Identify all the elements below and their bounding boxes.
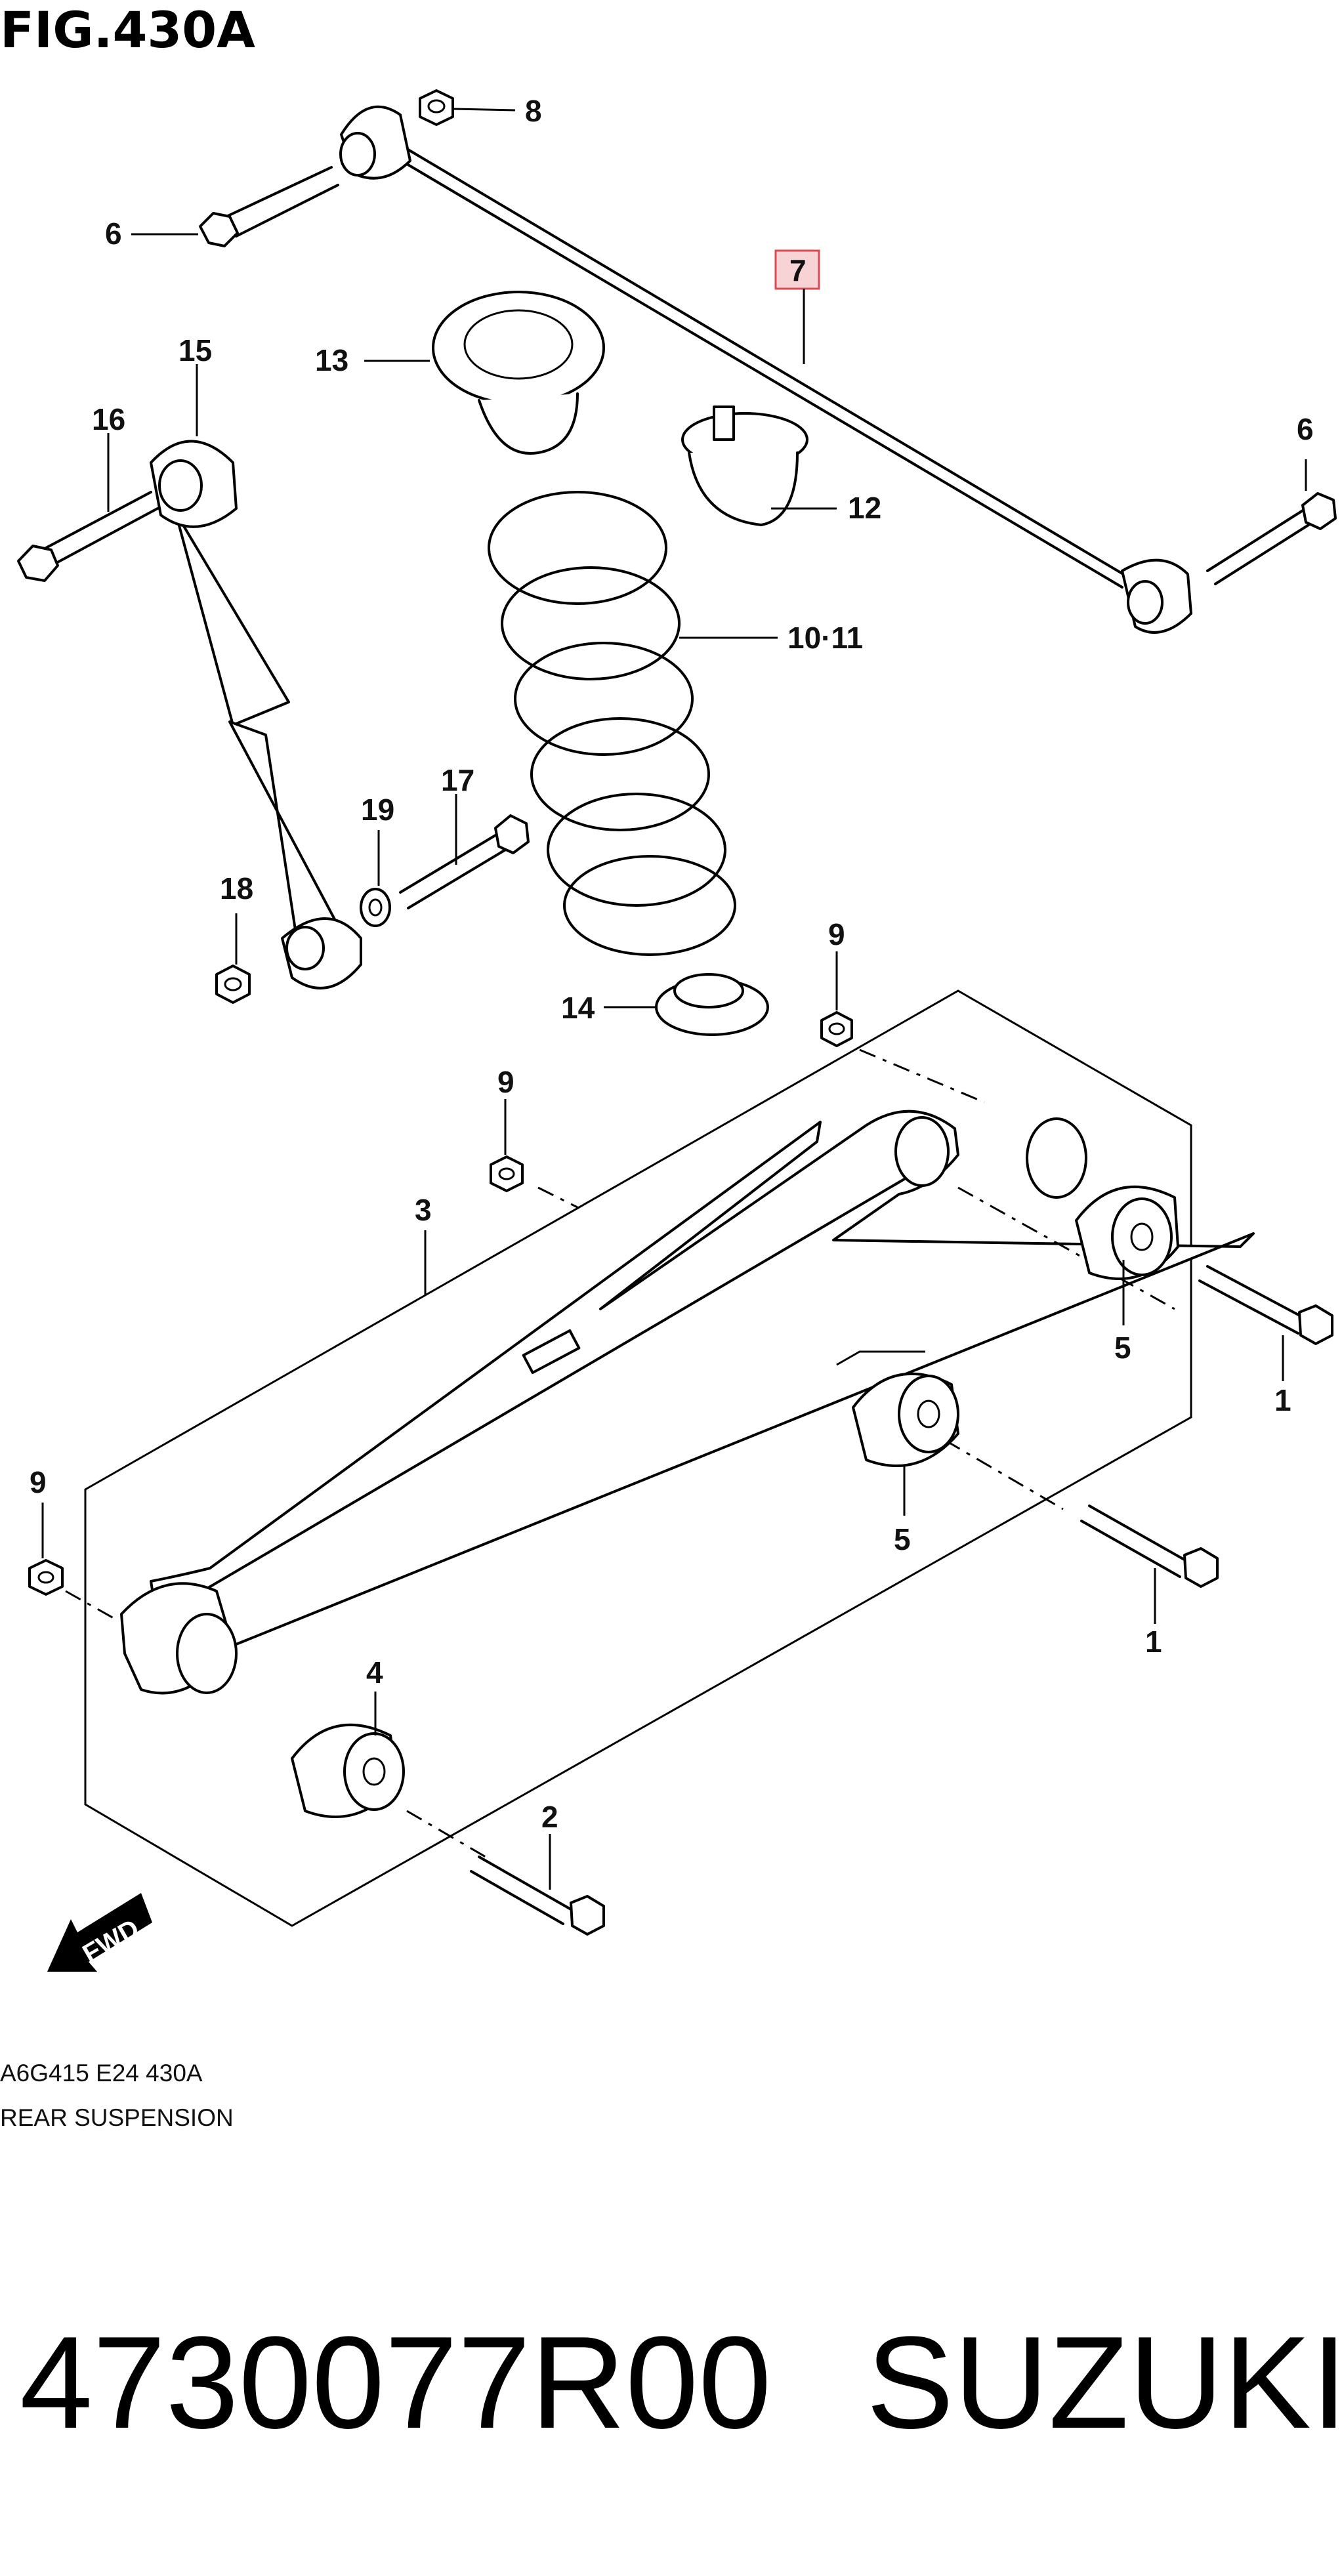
callout-10-11[interactable]: 10·11 [787,621,863,655]
spring-seat-14[interactable] [604,973,769,1036]
bolt-2[interactable] [470,1834,605,1936]
centerline-front-bushing [406,1810,486,1858]
callout-18[interactable]: 18 [220,871,253,905]
callout-12[interactable]: 12 [848,491,881,525]
callout-14[interactable]: 14 [561,991,595,1025]
lateral-rod[interactable] [339,105,1192,634]
bolt-6-left[interactable] [131,166,339,247]
arm-box-outline [84,989,1192,1927]
bushing-5-lower[interactable] [852,1372,959,1516]
callout-9-middle[interactable]: 9 [497,1065,514,1099]
part-number: 4730077R00 [20,2310,772,2456]
nut-9-top[interactable] [820,951,853,1047]
callout-8[interactable]: 8 [525,94,542,128]
callout-9-top[interactable]: 9 [828,917,845,951]
bushing-5-upper[interactable] [1075,1185,1179,1325]
nut-9-left[interactable] [28,1503,64,1596]
centerline-lower-bushing [944,1439,1064,1510]
callout-7-highlight[interactable]: 7 [774,249,820,364]
centerline-nut [537,1186,578,1209]
bolt-1-upper[interactable] [1198,1265,1333,1381]
bolt-17[interactable] [399,794,530,909]
callout-4[interactable]: 4 [366,1655,383,1690]
figure-code: A6G415 E24 430A [0,2060,203,2087]
nut-9-middle[interactable] [490,1099,524,1192]
arm-bracket-line [836,1350,925,1366]
bump-stopper-12[interactable] [681,405,837,526]
bolt-16[interactable] [17,433,159,582]
callout-13[interactable]: 13 [315,343,348,377]
bolt-6-right[interactable] [1206,459,1337,585]
nut-8[interactable] [419,89,516,126]
callout-16[interactable]: 16 [92,402,125,436]
centerline-upper [859,1049,985,1104]
coil-spring[interactable] [488,491,778,956]
callout-1-upper[interactable]: 1 [1274,1383,1291,1417]
bolt-1-lower[interactable] [1080,1505,1219,1624]
figure-title: FIG.430A [0,1,255,59]
nut-18[interactable] [215,913,251,1004]
figure-caption: REAR SUSPENSION [0,2104,234,2131]
callout-17[interactable]: 17 [441,763,474,797]
bushing-4[interactable] [291,1692,405,1818]
callout-7[interactable]: 7 [789,253,807,287]
washer-19[interactable] [360,830,391,927]
centerline-upper-bushing [957,1186,1175,1310]
callout-5-upper[interactable]: 5 [1114,1331,1131,1365]
fwd-arrow-icon: FWD [47,1893,152,1972]
centerline-left [65,1590,119,1622]
callout-9-left[interactable]: 9 [30,1465,47,1499]
callout-6-right[interactable]: 6 [1297,412,1314,446]
bump-stopper-13[interactable] [364,291,605,455]
callout-6-left[interactable]: 6 [105,217,122,251]
callout-19[interactable]: 19 [361,793,394,827]
callout-3[interactable]: 3 [415,1193,432,1227]
callout-2[interactable]: 2 [541,1800,558,1834]
callout-5-lower[interactable]: 5 [894,1522,911,1556]
callout-1-lower[interactable]: 1 [1145,1625,1162,1659]
brand-name: SUZUKI [866,2310,1342,2456]
trailing-arm-3[interactable] [120,1110,1255,1695]
shock-absorber-15[interactable] [150,364,362,989]
callout-15[interactable]: 15 [178,333,212,367]
